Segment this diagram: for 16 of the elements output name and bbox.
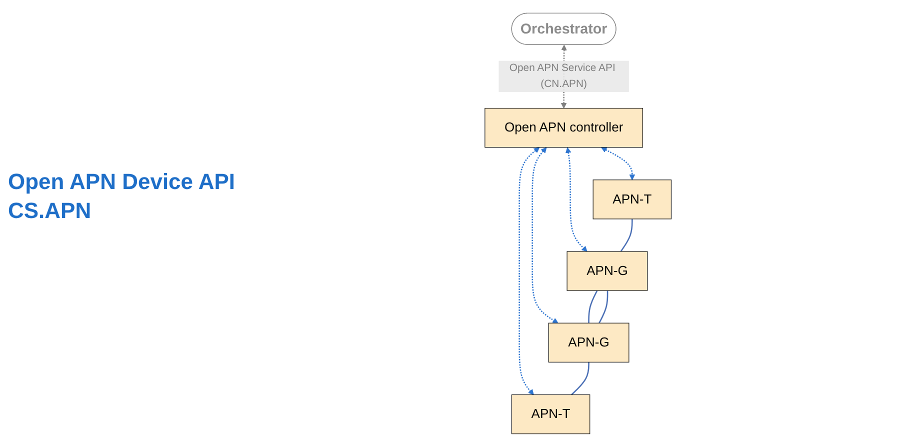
connector (571, 362, 590, 396)
node-box: APN-G (567, 251, 648, 291)
node-box: APN-G (548, 322, 630, 362)
node-box: APN-T (593, 180, 672, 220)
api-label: CS.APN (8, 196, 92, 225)
connector (588, 290, 598, 324)
connector (620, 218, 634, 252)
node-box: APN-T (512, 394, 591, 434)
arrow (566, 147, 588, 252)
arrow (532, 147, 559, 324)
node-box: Open APN controller (485, 108, 644, 148)
edge-label: Open APN Service API (CN.APN) (510, 62, 616, 90)
arrow (519, 147, 540, 395)
connector (598, 290, 609, 324)
arrow (602, 147, 636, 180)
api-label: Open APN Device API (8, 168, 236, 196)
